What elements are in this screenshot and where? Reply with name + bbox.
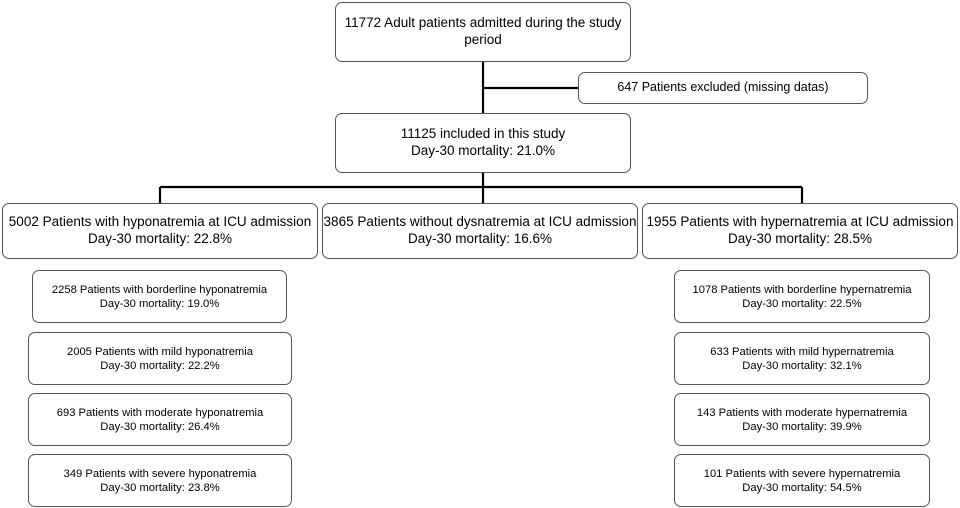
hyper-subgroup-box: 101 Patients with severe hypernatremia D… bbox=[674, 454, 930, 507]
hyper-group-line1: 1955 Patients with hypernatremia at ICU … bbox=[646, 214, 954, 230]
hypo-sub-line2: Day-30 mortality: 23.8% bbox=[100, 481, 220, 494]
hypo-subgroup-box: 2005 Patients with mild hyponatremia Day… bbox=[28, 332, 292, 385]
admitted-line1: 11772 Adult patients admitted during the… bbox=[344, 15, 622, 31]
hyper-sub-line1: 633 Patients with mild hypernatremia bbox=[710, 345, 894, 358]
included-line2: Day-30 mortality: 21.0% bbox=[410, 143, 556, 158]
hypo-group-line2: Day-30 mortality: 22.8% bbox=[87, 231, 233, 246]
hyper-sub-line2: Day-30 mortality: 39.9% bbox=[742, 420, 862, 433]
hypo-group-line1: 5002 Patients with hyponatremia at ICU a… bbox=[8, 214, 312, 230]
hyper-sub-line1: 101 Patients with severe hypernatremia bbox=[703, 467, 901, 480]
admitted-patients-box: 11772 Adult patients admitted during the… bbox=[335, 2, 631, 62]
hypo-sub-line1: 2258 Patients with borderline hyponatrem… bbox=[51, 283, 268, 296]
hypernatremia-group-box: 1955 Patients with hypernatremia at ICU … bbox=[642, 203, 958, 259]
hyper-sub-line2: Day-30 mortality: 54.5% bbox=[742, 481, 862, 494]
hypo-sub-line2: Day-30 mortality: 26.4% bbox=[100, 420, 220, 433]
hypo-subgroup-box: 2258 Patients with borderline hyponatrem… bbox=[32, 270, 287, 323]
normo-group-line2: Day-30 mortality: 16.6% bbox=[407, 231, 553, 246]
excluded-text: 647 Patients excluded (missing datas) bbox=[617, 80, 829, 95]
hyper-subgroup-box: 143 Patients with moderate hypernatremia… bbox=[674, 393, 930, 446]
included-line1: 11125 included in this study bbox=[400, 126, 566, 142]
hyper-subgroup-box: 633 Patients with mild hypernatremia Day… bbox=[674, 332, 930, 385]
hypo-sub-line1: 2005 Patients with mild hyponatremia bbox=[67, 345, 253, 358]
hypo-sub-line2: Day-30 mortality: 22.2% bbox=[100, 359, 220, 372]
excluded-patients-box: 647 Patients excluded (missing datas) bbox=[578, 72, 868, 104]
hyper-sub-line2: Day-30 mortality: 32.1% bbox=[742, 359, 862, 372]
hyper-sub-line1: 1078 Patients with borderline hypernatre… bbox=[692, 283, 912, 296]
admitted-line2: period bbox=[464, 32, 502, 47]
hyper-sub-line1: 143 Patients with moderate hypernatremia bbox=[696, 406, 908, 419]
hyper-sub-line2: Day-30 mortality: 22.5% bbox=[742, 297, 862, 310]
hyper-group-line2: Day-30 mortality: 28.5% bbox=[727, 231, 873, 246]
hyponatremia-group-box: 5002 Patients with hyponatremia at ICU a… bbox=[2, 203, 318, 259]
hypo-subgroup-box: 349 Patients with severe hyponatremia Da… bbox=[28, 454, 292, 507]
hypo-sub-line1: 693 Patients with moderate hyponatremia bbox=[56, 406, 264, 419]
normo-group-line1: 3865 Patients without dysnatremia at ICU… bbox=[323, 214, 637, 230]
included-patients-box: 11125 included in this study Day-30 mort… bbox=[335, 113, 631, 173]
normonatremia-group-box: 3865 Patients without dysnatremia at ICU… bbox=[322, 203, 638, 259]
hypo-sub-line2: Day-30 mortality: 19.0% bbox=[99, 297, 220, 310]
hypo-sub-line1: 349 Patients with severe hyponatremia bbox=[63, 467, 257, 480]
hypo-subgroup-box: 693 Patients with moderate hyponatremia … bbox=[28, 393, 292, 446]
hyper-subgroup-box: 1078 Patients with borderline hypernatre… bbox=[674, 270, 930, 323]
